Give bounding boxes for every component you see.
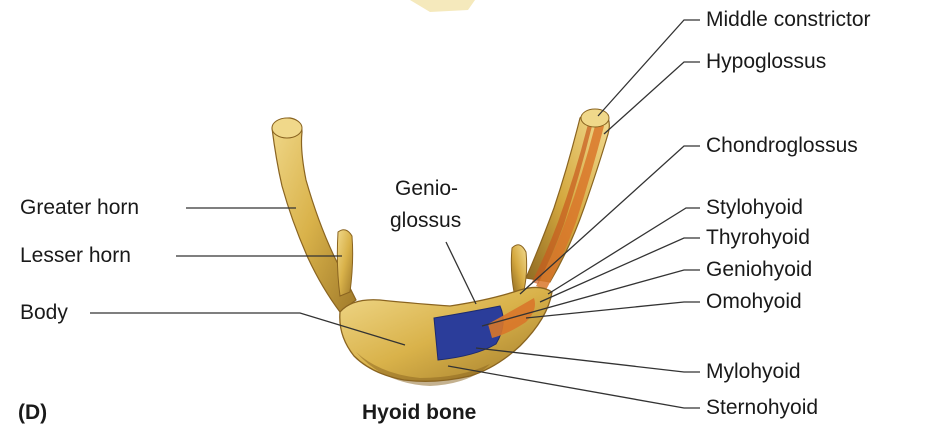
label-middle-constrictor: Middle constrictor	[706, 9, 871, 30]
label-thyrohyoid: Thyrohyoid	[706, 227, 810, 248]
label-mylohyoid: Mylohyoid	[706, 361, 801, 382]
leader-middle-constrictor	[598, 20, 700, 116]
label-chondroglossus: Chondroglossus	[706, 135, 858, 156]
leader-sternohyoid	[448, 366, 700, 408]
label-genioglossus-line2: glossus	[390, 210, 461, 231]
figure-caption: Hyoid bone	[362, 402, 476, 423]
label-omohyoid: Omohyoid	[706, 291, 802, 312]
label-sternohyoid: Sternohyoid	[706, 397, 818, 418]
leader-hypoglossus	[604, 62, 700, 134]
label-stylohyoid: Stylohyoid	[706, 197, 803, 218]
label-greater-horn: Greater horn	[20, 197, 139, 218]
label-geniohyoid: Geniohyoid	[706, 259, 812, 280]
right-horn-tip	[581, 109, 609, 127]
label-hypoglossus: Hypoglossus	[706, 51, 826, 72]
top-bone-fragment	[410, 0, 475, 12]
right-lesser-horn	[511, 245, 526, 292]
leader-mylohyoid	[476, 348, 700, 372]
leader-omohyoid	[526, 302, 700, 318]
left-lesser-horn	[337, 230, 352, 296]
label-body: Body	[20, 302, 68, 323]
panel-letter: (D)	[18, 402, 47, 423]
label-genioglossus-line1: Genio-	[395, 178, 458, 199]
label-lesser-horn: Lesser horn	[20, 245, 131, 266]
left-horn-tip	[272, 118, 302, 138]
leader-genioglossus	[446, 242, 476, 304]
